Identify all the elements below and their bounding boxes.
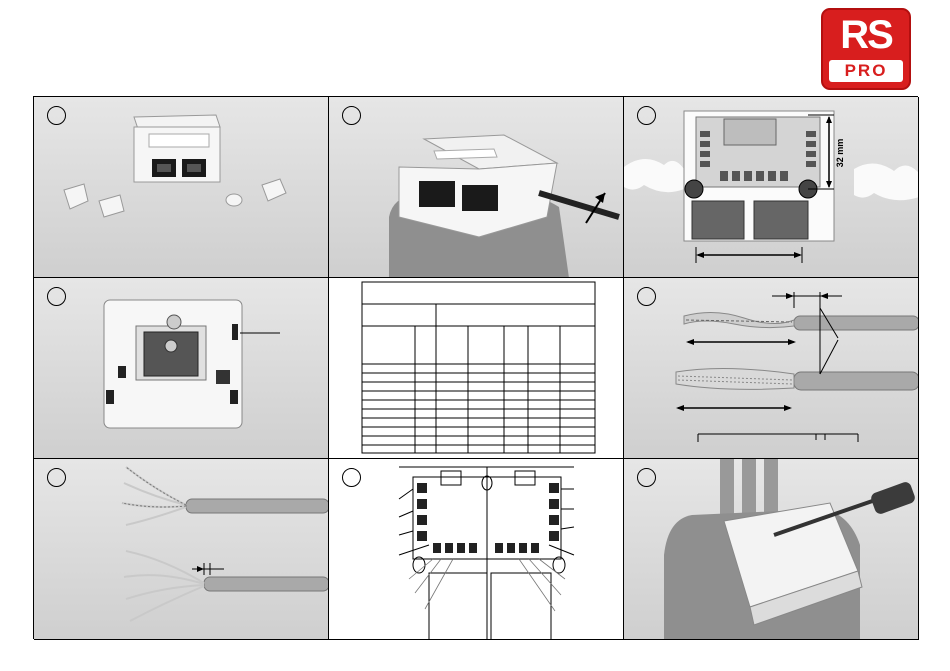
panel-4-socket-back xyxy=(34,278,329,459)
step-circle-2 xyxy=(342,106,361,125)
step-circle-4 xyxy=(47,287,66,306)
panel-5-table xyxy=(329,278,624,459)
panel-6-cable-strip xyxy=(624,278,919,459)
rs-pro-logo: RS PRO xyxy=(821,8,911,90)
step-circle-6 xyxy=(637,287,656,306)
panel-1-socket-parts xyxy=(34,97,329,278)
instruction-grid: 32 mm xyxy=(33,96,918,639)
logo-pro-text: PRO xyxy=(829,60,903,82)
logo-rs-text: RS xyxy=(823,15,909,55)
dimension-32mm: 32 mm xyxy=(835,139,845,168)
panel-8-wiring-diagram xyxy=(329,459,624,640)
panel-7-wires xyxy=(34,459,329,640)
step-circle-3 xyxy=(637,106,656,125)
step-circle-9 xyxy=(637,468,656,487)
panel-2-open-cover xyxy=(329,97,624,278)
step-circle-8 xyxy=(342,468,361,487)
panel-9-insert-wires xyxy=(624,459,919,640)
step-circle-1 xyxy=(47,106,66,125)
panel-3-open-socket: 32 mm xyxy=(624,97,919,278)
step-circle-7 xyxy=(47,468,66,487)
